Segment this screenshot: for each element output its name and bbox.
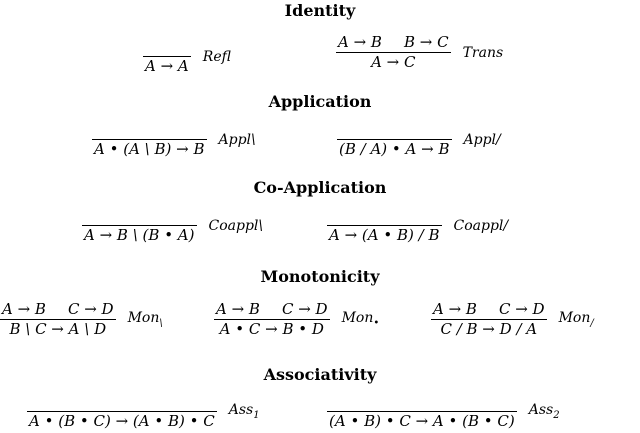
rule-trans-bar [336, 52, 451, 53]
rule-appl-back-fraction: A • (A \ B) → B [92, 120, 207, 159]
rule-ass2-bar [327, 411, 517, 412]
rule-mon-bullet-fraction: A → B C → D A • C → B • D [214, 300, 330, 339]
rule-trans-fraction: A → B B → C A → C [336, 33, 451, 72]
rule-coappl-back: A → B \ (B • A) Coappl\ [82, 206, 263, 245]
rule-mon-back-conclusion: B \ C → A \ D [9, 320, 107, 338]
rule-appl-fwd-label: Appl/ [463, 131, 501, 148]
heading-application: Application [268, 92, 372, 111]
rule-appl-back-label: Appl\ [218, 131, 256, 148]
rule-mon-bullet-premise-1: A → B [216, 300, 260, 318]
rule-mon-back-premise-1: A → B [2, 300, 46, 318]
rule-appl-back-conclusion: A • (A \ B) → B [94, 140, 205, 158]
rule-ass1-premises [120, 392, 124, 411]
rule-mon-fwd-bar [431, 319, 547, 320]
rule-trans-premises: A → B B → C [336, 33, 451, 52]
rule-mon-back-label: Mon\ [127, 310, 163, 329]
rule-appl-back-premises [147, 120, 151, 139]
rule-ass2-conclusion: (A • B) • C → A • (B • C) [329, 412, 515, 430]
rule-mon-bullet-premise-2: C → D [281, 300, 328, 318]
rule-refl-premises [165, 37, 169, 56]
rule-mon-bullet-conclusion: A • C → B • D [219, 320, 324, 338]
rule-trans-conclusion: A → C [371, 53, 416, 71]
rule-coappl-back-premises [137, 206, 141, 225]
rule-ass2-premises [420, 392, 424, 411]
rule-mon-back-premises: A → B C → D [0, 300, 116, 319]
rule-ass2: (A • B) • C → A • (B • C) Ass2 [327, 392, 560, 431]
rule-appl-fwd-bar [337, 139, 452, 140]
rule-refl: A → A Refl [143, 37, 231, 76]
rule-ass1-label: Ass1 [228, 402, 260, 421]
rule-ass1-bar [27, 411, 217, 412]
rule-mon-back-fraction: A → B C → D B \ C → A \ D [0, 300, 116, 339]
rule-mon-fwd-premise-1: A → B [433, 300, 477, 318]
rule-mon-back-premise-2: C → D [67, 300, 114, 318]
rule-appl-fwd-fraction: (B / A) • A → B [337, 120, 452, 159]
rule-refl-conclusion: A → A [145, 57, 189, 75]
rule-appl-back: A • (A \ B) → B Appl\ [92, 120, 256, 159]
rule-mon-bullet-bar [214, 319, 330, 320]
rule-coappl-fwd-premises [382, 206, 386, 225]
heading-identity: Identity [284, 1, 356, 20]
rule-mon-bullet: A → B C → D A • C → B • D Mon• [214, 300, 379, 339]
rule-appl-fwd: (B / A) • A → B Appl/ [337, 120, 501, 159]
heading-monotonicity: Monotonicity [260, 267, 380, 286]
rule-appl-fwd-conclusion: (B / A) • A → B [339, 140, 450, 158]
rule-ass2-label: Ass2 [528, 402, 560, 421]
rule-refl-fraction: A → A [143, 37, 191, 76]
rule-coappl-fwd-fraction: A → (A • B) / B [327, 206, 442, 245]
rule-ass2-fraction: (A • B) • C → A • (B • C) [327, 392, 517, 431]
rule-coappl-fwd: A → (A • B) / B Coappl/ [327, 206, 508, 245]
rule-refl-bar [143, 56, 191, 57]
rule-mon-fwd-premise-2: C → D [498, 300, 545, 318]
rule-coappl-back-conclusion: A → B \ (B • A) [84, 226, 195, 244]
rule-mon-fwd-conclusion: C / B → D / A [440, 320, 538, 338]
rule-trans-label: Trans [462, 44, 504, 61]
heading-coapplication: Co-Application [253, 178, 387, 197]
rule-ass1: A • (B • C) → (A • B) • C Ass1 [27, 392, 260, 431]
rule-coappl-back-fraction: A → B \ (B • A) [82, 206, 197, 245]
rule-mon-fwd-premises: A → B C → D [431, 300, 547, 319]
rule-mon-fwd: A → B C → D C / B → D / A Mon/ [431, 300, 594, 339]
rule-mon-back: A → B C → D B \ C → A \ D Mon\ [0, 300, 163, 339]
rule-coappl-fwd-bar [327, 225, 442, 226]
rule-trans-premise-1: A → B [338, 33, 382, 51]
rule-coappl-back-label: Coappl\ [208, 217, 264, 234]
rule-ass1-fraction: A • (B • C) → (A • B) • C [27, 392, 217, 431]
rule-refl-label: Refl [202, 48, 231, 65]
rule-appl-back-bar [92, 139, 207, 140]
rule-mon-fwd-label: Mon/ [558, 310, 594, 329]
rule-coappl-back-bar [82, 225, 197, 226]
rule-appl-fwd-premises [392, 120, 396, 139]
rule-trans-premise-2: B → C [403, 33, 449, 51]
rule-ass1-conclusion: A • (B • C) → (A • B) • C [29, 412, 215, 430]
rule-coappl-fwd-conclusion: A → (A • B) / B [329, 226, 440, 244]
rule-trans: A → B B → C A → C Trans [336, 33, 503, 72]
rule-mon-bullet-label: Mon• [341, 310, 380, 329]
rule-mon-bullet-premises: A → B C → D [214, 300, 330, 319]
rule-mon-fwd-fraction: A → B C → D C / B → D / A [431, 300, 547, 339]
heading-associativity: Associativity [263, 365, 377, 384]
rule-coappl-fwd-label: Coappl/ [453, 217, 509, 234]
rule-mon-back-bar [0, 319, 116, 320]
